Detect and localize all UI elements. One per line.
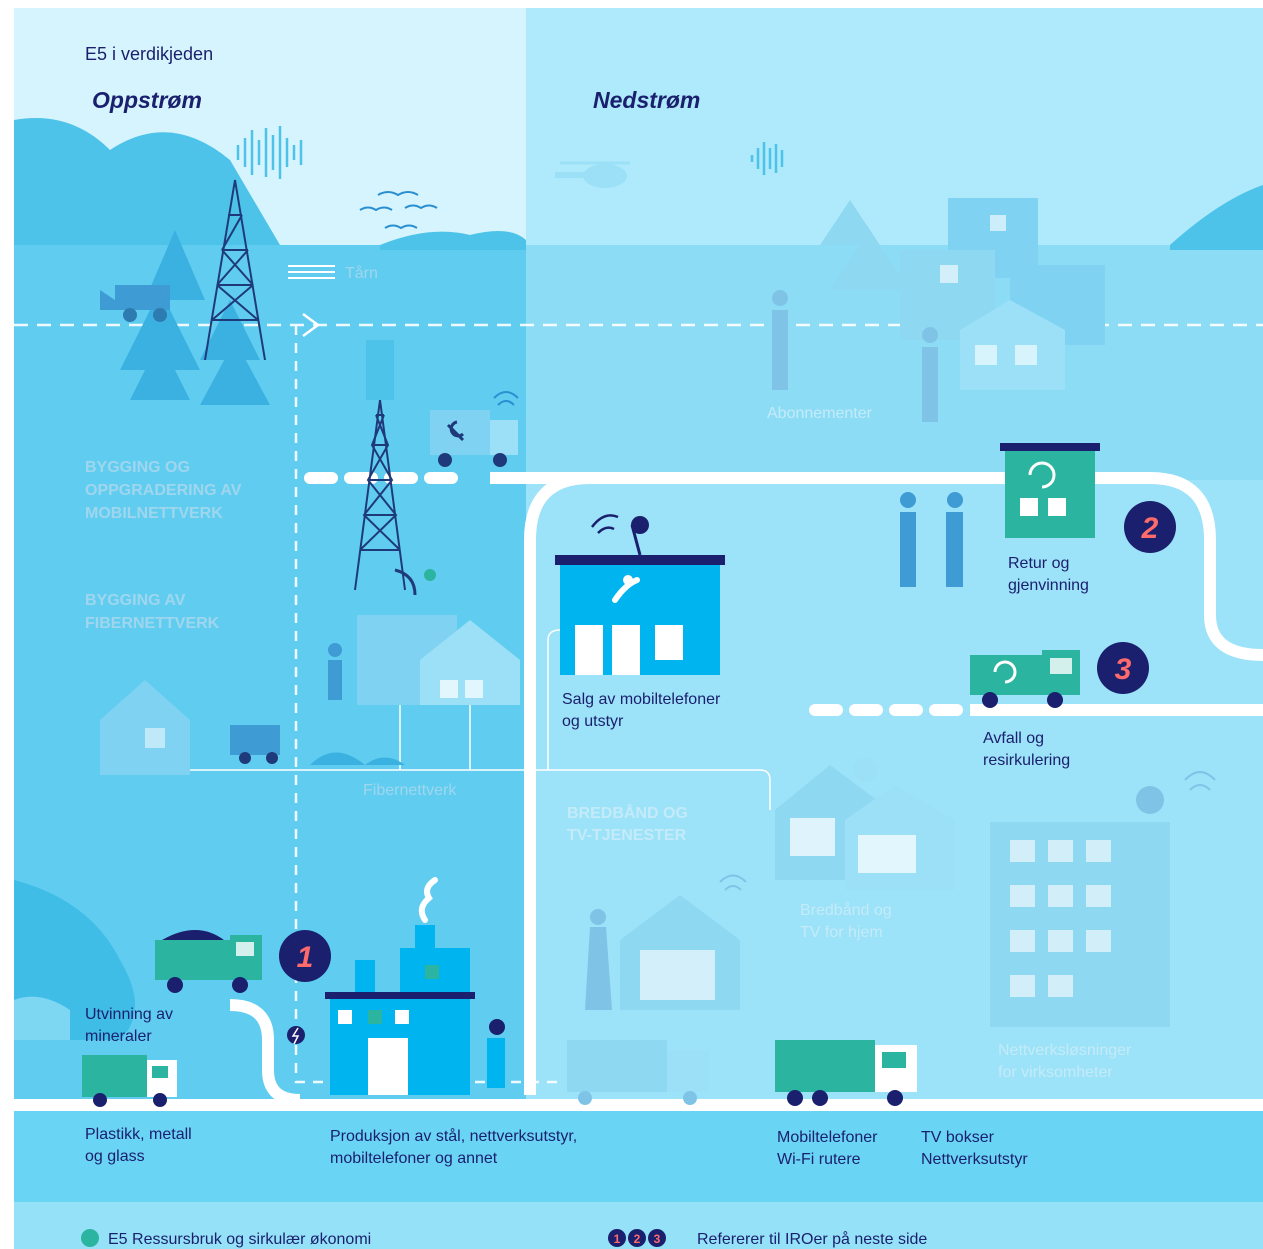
mobile-network-label: BYGGING OG OPPGRADERING AV MOBILNETTVERK bbox=[85, 459, 246, 522]
helicopter-icon bbox=[555, 161, 630, 188]
sound-wave-icon bbox=[236, 126, 303, 179]
mining-truck-icon bbox=[155, 930, 262, 993]
return-recycling-label: Retur og gjenvinning bbox=[1008, 555, 1089, 594]
recycling-truck-icon bbox=[970, 650, 1080, 708]
broadband-tv-services-label: BREDBÅND OG TV-TJENESTER bbox=[567, 803, 692, 844]
svg-text:1: 1 bbox=[297, 941, 314, 974]
plastics-label: Plastikk, metall og glass bbox=[85, 1126, 196, 1165]
legend-marker-1: 1 bbox=[614, 1232, 621, 1246]
home-broadband-icon bbox=[775, 758, 955, 890]
plastics-truck-icon bbox=[82, 1055, 177, 1107]
legend-marker-2: 2 bbox=[634, 1232, 641, 1246]
broadband-home-label: Bredbånd og TV for hjem bbox=[800, 901, 896, 941]
forest-icon bbox=[120, 230, 270, 405]
mobile-phones-label: Mobiltelefoner Wi-Fi rutere bbox=[777, 1129, 882, 1168]
tower-legend-icon bbox=[288, 265, 335, 279]
upstream-heading: Oppstrøm bbox=[92, 87, 202, 113]
mineral-extraction-label: Utvinning av mineraler bbox=[85, 1006, 178, 1045]
store-icon bbox=[555, 514, 725, 675]
sales-label: Salg av mobiltelefoner og utstyr bbox=[562, 691, 725, 730]
birds-icon bbox=[359, 191, 438, 230]
production-label: Produksjon av stål, nettverksutstyr, mob… bbox=[330, 1127, 582, 1167]
iro-marker-1: 1 bbox=[279, 930, 331, 982]
delivery-truck-icon bbox=[775, 1040, 917, 1106]
legend-marker-3: 3 bbox=[654, 1232, 661, 1246]
iro-marker-3: 3 bbox=[1097, 642, 1149, 694]
svg-text:3: 3 bbox=[1115, 653, 1132, 686]
tv-boxes-label: TV bokser Nettverksutstyr bbox=[921, 1129, 1028, 1168]
e5-legend-label: E5 Ressursbruk og sirkulær økonomi bbox=[108, 1231, 371, 1248]
lattice-tower-icon bbox=[204, 179, 266, 361]
subscriptions-label: Abonnementer bbox=[767, 405, 873, 422]
service-truck-icon bbox=[430, 391, 519, 467]
office-building-icon bbox=[990, 771, 1216, 1027]
fiber-network-label: Fibernettverk bbox=[363, 782, 457, 799]
delivery-truck-faded-icon bbox=[567, 1040, 709, 1105]
downstream-heading: Nedstrøm bbox=[593, 87, 700, 113]
radio-tower-icon bbox=[354, 340, 406, 591]
factory-icon bbox=[287, 877, 505, 1095]
iro-marker-2: 2 bbox=[1124, 501, 1176, 553]
waste-recycling-label: Avfall og resirkulering bbox=[983, 730, 1070, 769]
tower-label: Tårn bbox=[345, 264, 378, 282]
svg-text:2: 2 bbox=[1141, 512, 1159, 545]
fiber-houses-icon bbox=[100, 568, 520, 775]
business-network-label: Nettverksløsninger for virksomheter bbox=[998, 1042, 1136, 1081]
excavator-icon bbox=[100, 285, 170, 322]
legend: E5 Ressursbruk og sirkulær økonomi 1 2 3… bbox=[81, 1229, 927, 1248]
village-icon bbox=[772, 198, 1105, 422]
home-office-icon bbox=[585, 874, 747, 1010]
people-talking-icon bbox=[900, 492, 963, 587]
iro-legend-label: Refererer til IROer på neste side bbox=[697, 1230, 927, 1248]
e5-legend-swatch bbox=[81, 1229, 99, 1247]
fiber-build-label: BYGGING AV FIBERNETTVERK bbox=[85, 592, 220, 632]
recycling-station-icon bbox=[1000, 443, 1100, 538]
sound-wave-icon-2 bbox=[750, 142, 784, 175]
diagram-title: E5 i verdikjeden bbox=[85, 44, 213, 64]
